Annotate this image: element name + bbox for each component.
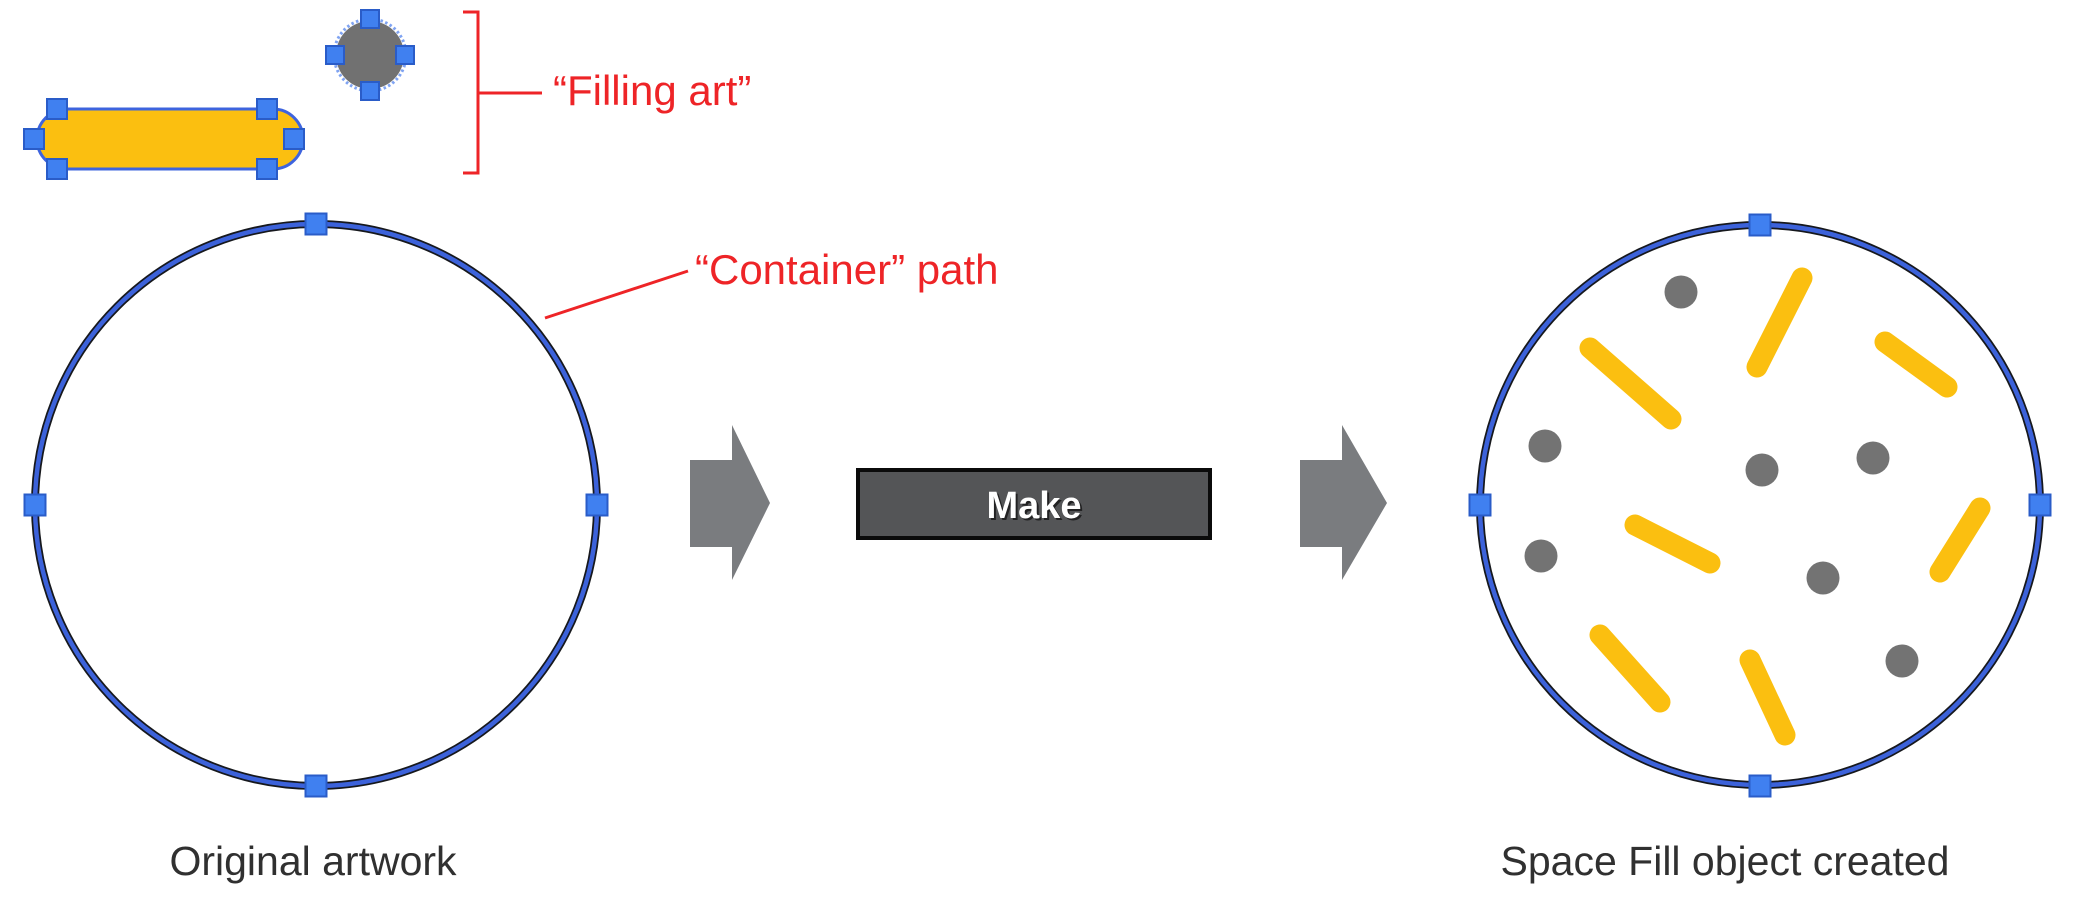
container-path-outline <box>31 220 601 790</box>
fill-stick <box>1624 514 1721 574</box>
fill-dot <box>1528 429 1562 463</box>
container-leader-line <box>544 269 689 320</box>
filling-art-group <box>23 9 415 180</box>
fill-stick <box>1589 624 1671 713</box>
make-button-label: Make <box>986 485 1081 527</box>
flow-arrow-right <box>1300 425 1387 580</box>
container-path-label: “Container” path <box>695 246 999 293</box>
make-button-face[interactable] <box>856 468 1212 540</box>
fill-dot <box>1524 539 1558 573</box>
pill-anchor-handle <box>256 158 278 180</box>
caption-result: Space Fill object created <box>1501 838 1950 884</box>
pill-anchor-handle <box>46 98 68 120</box>
pill-anchor-handle <box>283 128 305 150</box>
dot-anchor-handle <box>395 45 415 65</box>
circle-anchor-handle <box>1468 493 1492 517</box>
fill-stick <box>1874 331 1958 398</box>
circle-anchor-handle <box>2028 493 2052 517</box>
original-container-circle <box>23 212 609 798</box>
pill-anchor-handle <box>256 98 278 120</box>
circle-anchor-handle <box>585 493 609 517</box>
filling-art-bracket <box>463 10 542 175</box>
filling-dot <box>336 21 404 89</box>
pill-anchor-handle <box>46 158 68 180</box>
filling-art-label: “Filling art” <box>553 67 751 114</box>
make-button-label-shadow: Make <box>988 487 1083 529</box>
caption-original: Original artwork <box>169 838 457 884</box>
circle-anchor-handle <box>23 493 47 517</box>
fill-stick <box>1746 267 1813 378</box>
fill-dot <box>1745 453 1779 487</box>
space-fill-result <box>1468 213 2052 798</box>
fill-sticks <box>1579 267 1991 746</box>
flow-arrow-left <box>690 425 770 580</box>
pill-anchor-handle <box>23 128 45 150</box>
circle-anchor-handle <box>304 212 328 236</box>
dot-anchor-handle <box>360 9 380 29</box>
fill-dot <box>1885 644 1919 678</box>
fill-dot <box>1806 561 1840 595</box>
fill-dots <box>1524 275 1919 678</box>
make-button[interactable]: Make Make <box>856 468 1212 540</box>
circle-anchor-handle <box>1748 774 1772 798</box>
circle-anchor-handle <box>304 774 328 798</box>
fill-stick <box>1739 649 1796 746</box>
fill-stick <box>1579 337 1682 430</box>
dot-anchor-handle <box>360 81 380 101</box>
fill-dot <box>1856 441 1890 475</box>
dot-anchor-handle <box>325 45 345 65</box>
fill-stick <box>1929 497 1991 583</box>
circle-anchor-handle <box>1748 213 1772 237</box>
fill-dot <box>1664 275 1698 309</box>
